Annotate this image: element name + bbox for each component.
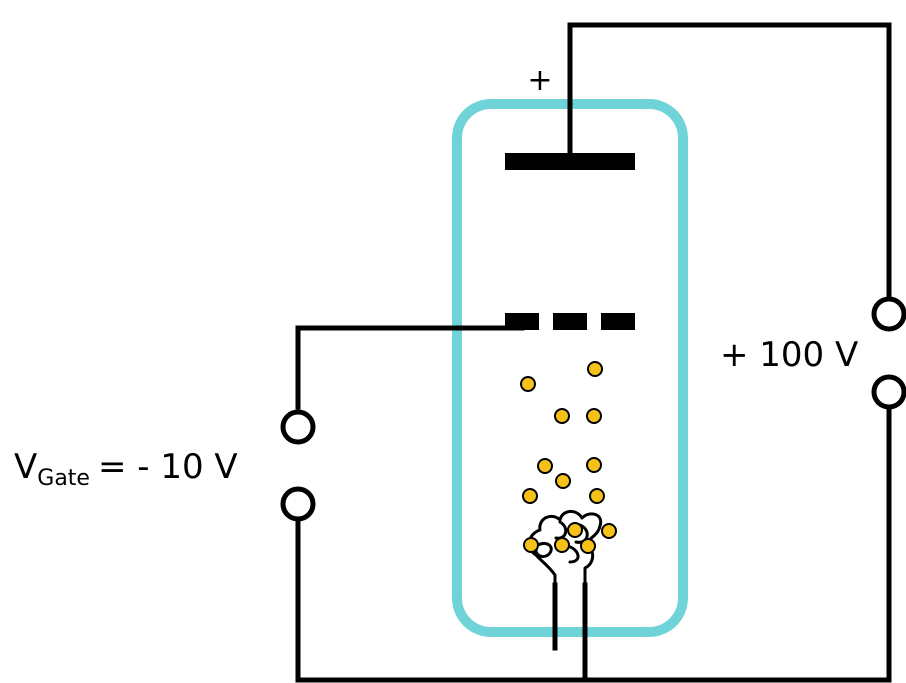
electron [586, 408, 602, 424]
gate-terminal-top[interactable] [280, 409, 316, 445]
plate-sign-label: + [527, 63, 552, 98]
electron [589, 488, 605, 504]
anode-terminal-top[interactable] [871, 296, 906, 332]
electron [554, 408, 570, 424]
electron [520, 376, 536, 392]
anode-voltage-label: + 100 V [720, 335, 858, 375]
gate-voltage-symbol: V [14, 447, 37, 487]
electron [587, 361, 603, 377]
gate-terminal-bottom[interactable] [280, 486, 316, 522]
electron [554, 537, 570, 553]
circuit-wires [295, 22, 892, 683]
tube-envelope [452, 99, 688, 637]
gate-voltage-value: = - 10 V [98, 447, 238, 487]
electron [580, 538, 596, 554]
control-grid [505, 313, 635, 330]
anode-wire [567, 22, 892, 300]
grid-segment [601, 313, 635, 330]
electron [555, 473, 571, 489]
grid-segment [553, 313, 587, 330]
gate-voltage-label: VGate = - 10 V [14, 447, 238, 491]
electron [537, 458, 553, 474]
grid-wire [295, 325, 525, 410]
electron [522, 488, 538, 504]
electron [567, 522, 583, 538]
electron-cloud [520, 361, 617, 554]
gate-voltage-subscript: Gate [37, 466, 90, 491]
electron [601, 523, 617, 539]
anode-return-wire [295, 407, 892, 683]
electron [586, 457, 602, 473]
cathode-filament [527, 510, 603, 590]
electron [523, 537, 539, 553]
anode-terminal-bottom[interactable] [871, 374, 906, 410]
